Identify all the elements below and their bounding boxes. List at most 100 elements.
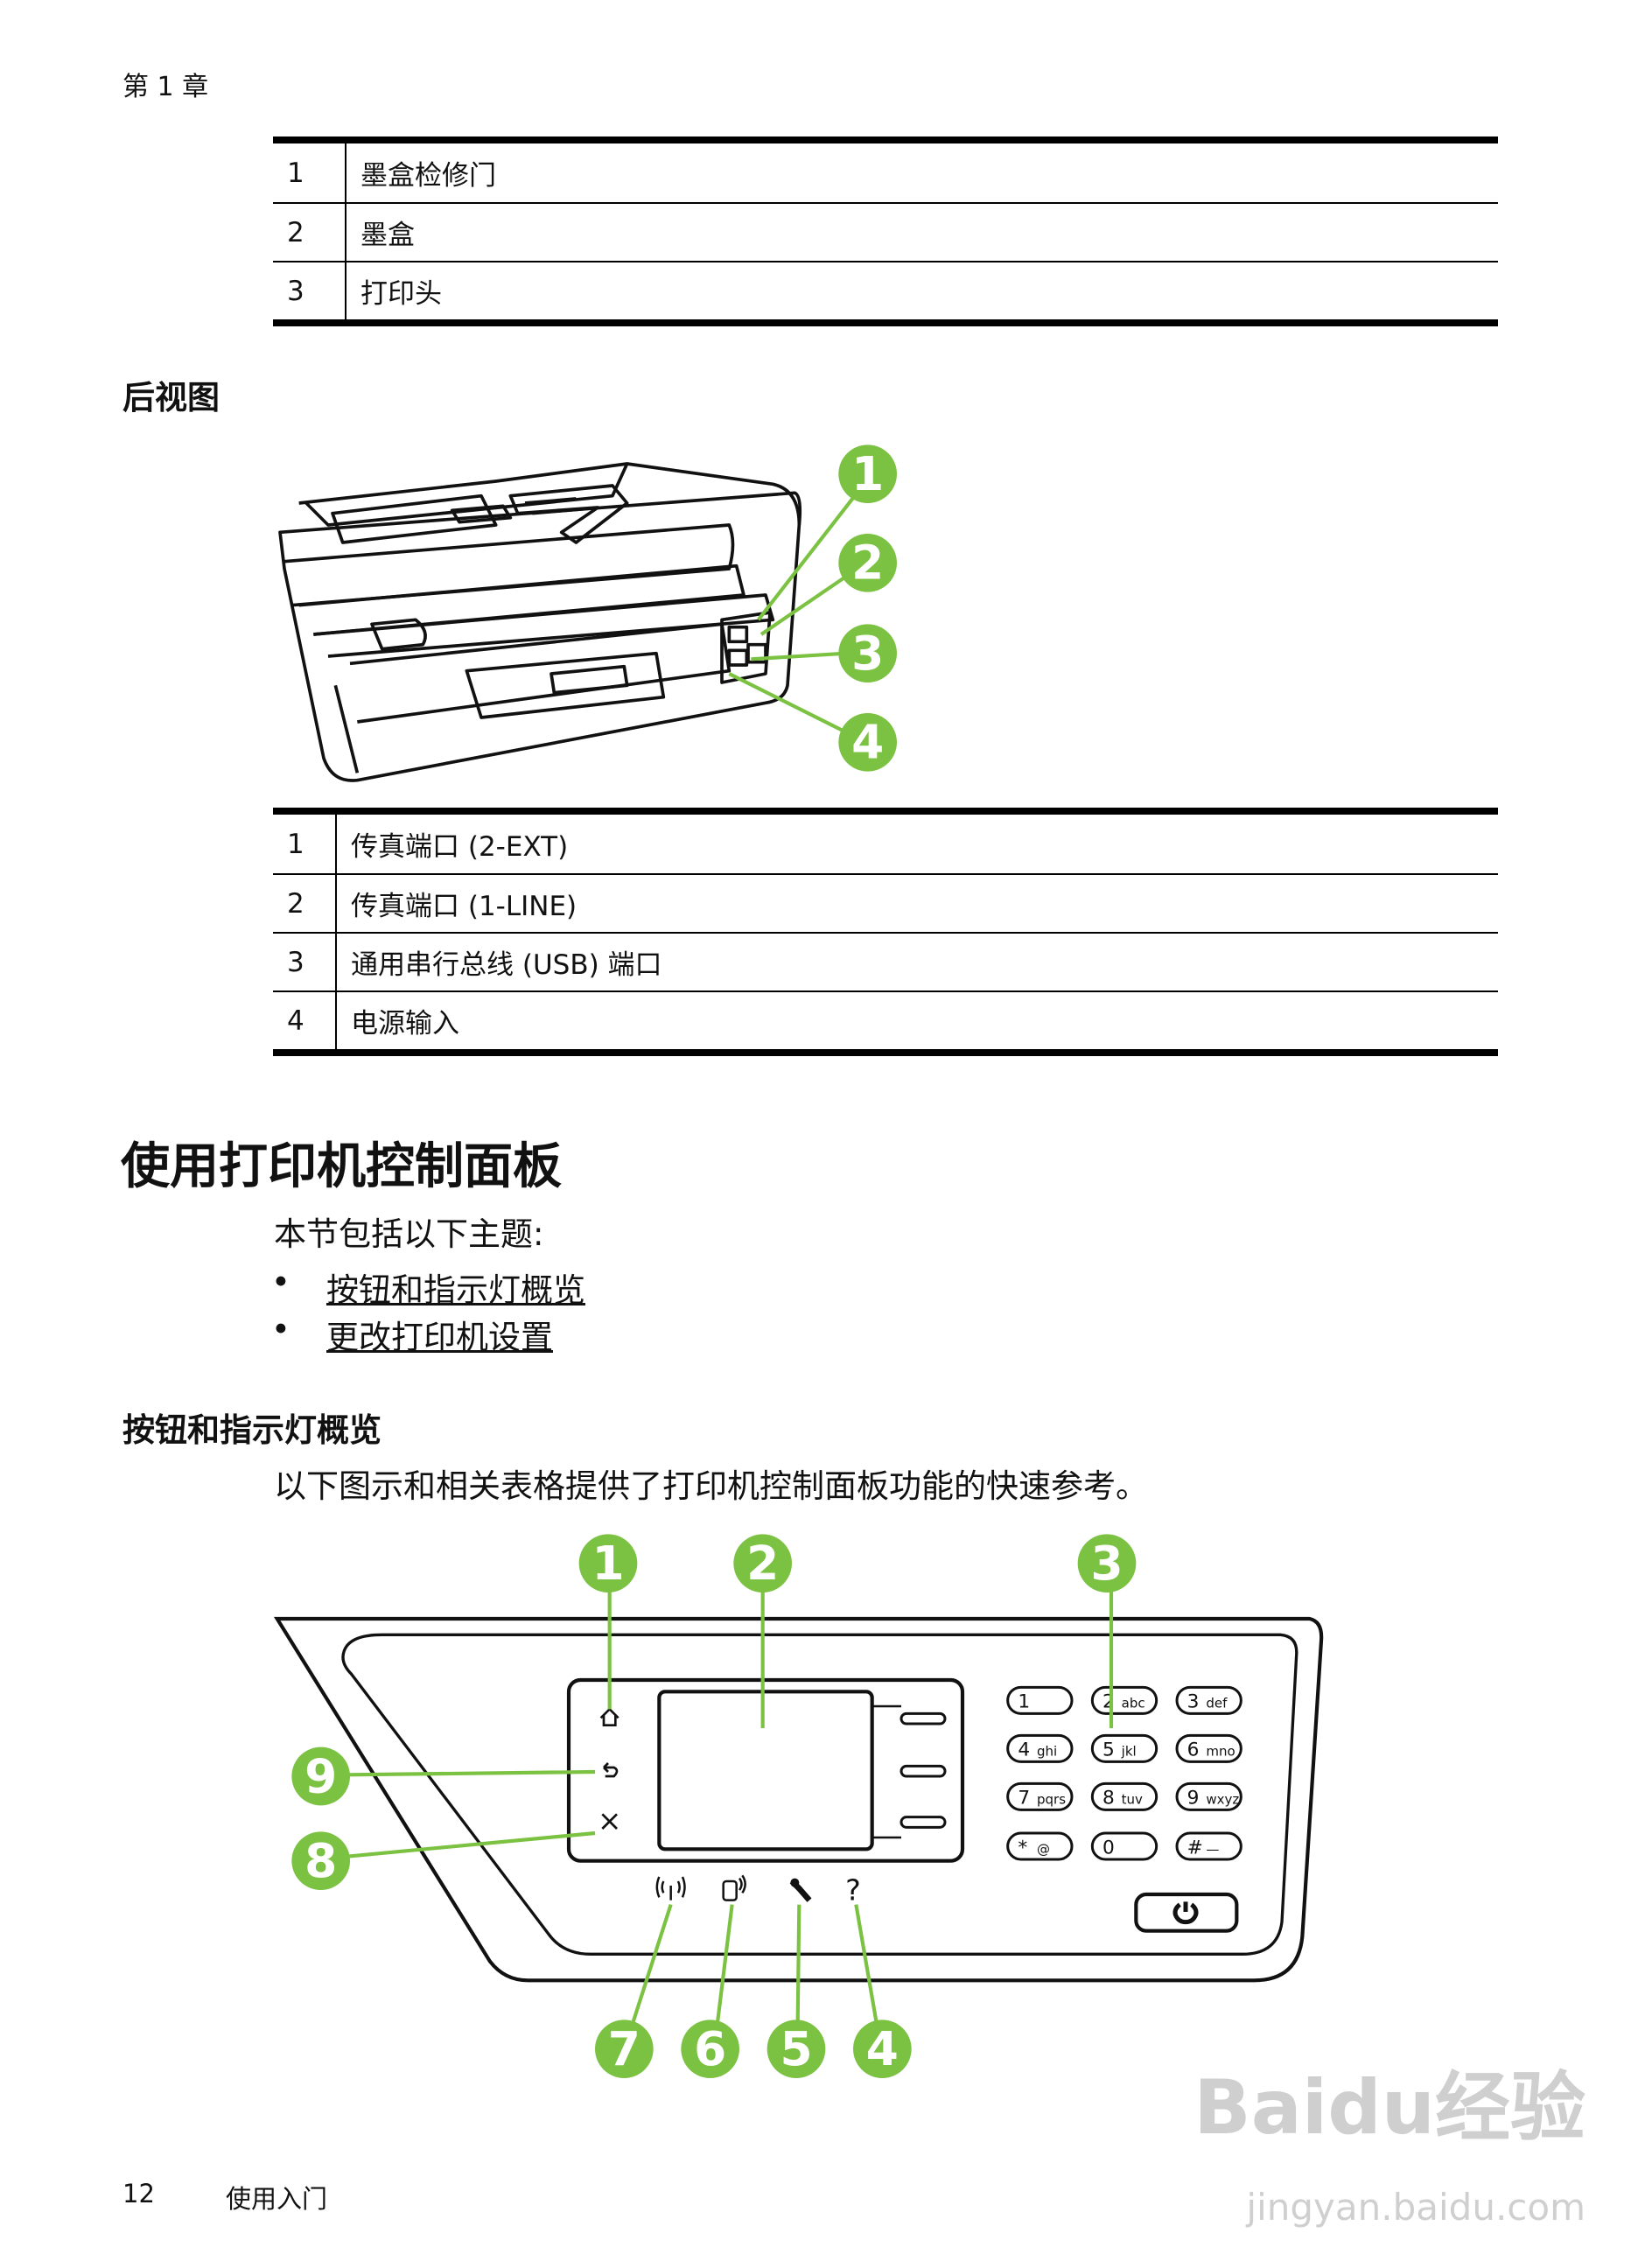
callout-badge: 7 [595,2020,654,2078]
key-digit: 4 [1018,1740,1030,1761]
power-button [1134,1892,1239,1933]
key-digit: 7 [1018,1788,1030,1810]
key-letters: def [1206,1696,1228,1712]
callout-badge: 9 [291,1746,351,1806]
table-row: 2 传真端口 (1-LINE) [273,873,1498,932]
home-icon [599,1707,620,1727]
table-row: 3 打印头 [273,261,1498,319]
callout-badge: 3 [838,624,897,682]
back-icon [603,1762,619,1778]
callout-badge: 5 [766,2020,826,2078]
control-panel-illustration [273,1616,1324,1983]
eprint-icon [722,1874,746,1901]
link-change-settings[interactable]: 更改打印机设置 [326,1319,553,1356]
table-row: 2 墨盒 [273,202,1498,261]
page-number: 12 [122,2179,155,2208]
key-letters: abc [1122,1696,1145,1712]
row-label: 墨盒检修门 [360,160,496,192]
callout-circle [595,2020,654,2078]
row-label: 打印头 [360,278,442,310]
key-digit: 3 [1187,1691,1200,1713]
row-label: 墨盒 [360,220,415,251]
key-letters: wxyz [1206,1792,1239,1808]
keypad-key[interactable]: #— [1175,1831,1242,1861]
callout-circle [291,1746,351,1806]
callout-badge: 1 [578,1534,638,1592]
callout-badge: 2 [838,534,897,592]
callout-badge: 8 [291,1831,351,1890]
callout-number: 4 [866,2021,899,2076]
watermark-logo: Baidu经验 [1194,2064,1586,2152]
callout-circle [291,1831,351,1890]
display-bezel [566,1677,965,1863]
callout-number: 9 [304,1748,337,1803]
row-label: 电源输入 [351,1008,459,1040]
callout-badge: 6 [681,2020,740,2078]
row-number: 3 [273,262,346,319]
callout-circle [838,713,897,772]
callout-number: 7 [608,2021,640,2076]
row-label: 传真端口 (1-LINE) [351,891,578,922]
section-intro: 本节包括以下主题: [274,1215,544,1253]
callout-number: 4 [851,715,884,770]
callout-badge: 1 [838,444,897,503]
cancel-icon [601,1813,618,1830]
panel-callout-lines [346,1589,1114,2024]
key-letters: — [1206,1841,1219,1857]
key-digit: 1 [1018,1691,1030,1713]
keypad-key[interactable]: 3 def [1175,1685,1242,1715]
touch-screen [657,1690,874,1852]
keypad-key[interactable]: 0 [1090,1831,1158,1861]
subsection-title: 按钮和指示灯概览 [122,1411,382,1449]
key-digit: 0 [1102,1837,1115,1858]
keypad-key[interactable]: 1 [1006,1685,1074,1715]
callout-circle [838,444,897,503]
row-number: 4 [273,992,337,1049]
callout-number: 3 [1090,1536,1123,1591]
chapter-label: 第 1 章 [122,72,209,102]
callout-circle [838,624,897,682]
callout-number: 6 [694,2021,726,2076]
key-letters: tuv [1122,1792,1143,1808]
row-number: 2 [273,875,337,932]
table-row: 4 电源输入 [273,990,1498,1049]
callout-badge: 3 [1077,1534,1137,1592]
callout-circle [578,1534,638,1592]
keypad-key[interactable]: 4 ghi [1006,1733,1074,1763]
keypad-key[interactable]: 9 wxyz [1175,1782,1242,1811]
key-digit: 9 [1187,1788,1200,1810]
wireless-icon [655,1876,686,1900]
keypad-key[interactable]: *@ [1006,1831,1074,1861]
key-letters: ghi [1037,1744,1057,1760]
key-letters: @ [1037,1841,1050,1857]
bullet: • [271,1264,290,1301]
keypad-key[interactable]: 8 tuv [1090,1782,1158,1811]
callout-number: 1 [592,1536,624,1591]
help-icon[interactable]: ? [845,1873,861,1908]
key-digit: 5 [1102,1740,1115,1761]
key-digit: * [1018,1837,1027,1858]
section-title: 使用打印机控制面板 [121,1138,562,1195]
footer-section: 使用入门 [226,2184,328,2214]
callout-number: 2 [746,1536,779,1591]
link-buttons-overview[interactable]: 按钮和指示灯概览 [326,1271,585,1309]
key-digit: 8 [1102,1788,1115,1810]
callout-badge: 2 [733,1534,793,1592]
row-number: 1 [273,815,337,873]
row-number: 2 [273,204,346,261]
row-number: 3 [273,934,337,990]
callout-circle [1077,1534,1137,1592]
callout-number: 3 [851,626,884,681]
watermark-url: jingyan.baidu.com [1246,2186,1586,2229]
callout-circle [681,2020,740,2078]
